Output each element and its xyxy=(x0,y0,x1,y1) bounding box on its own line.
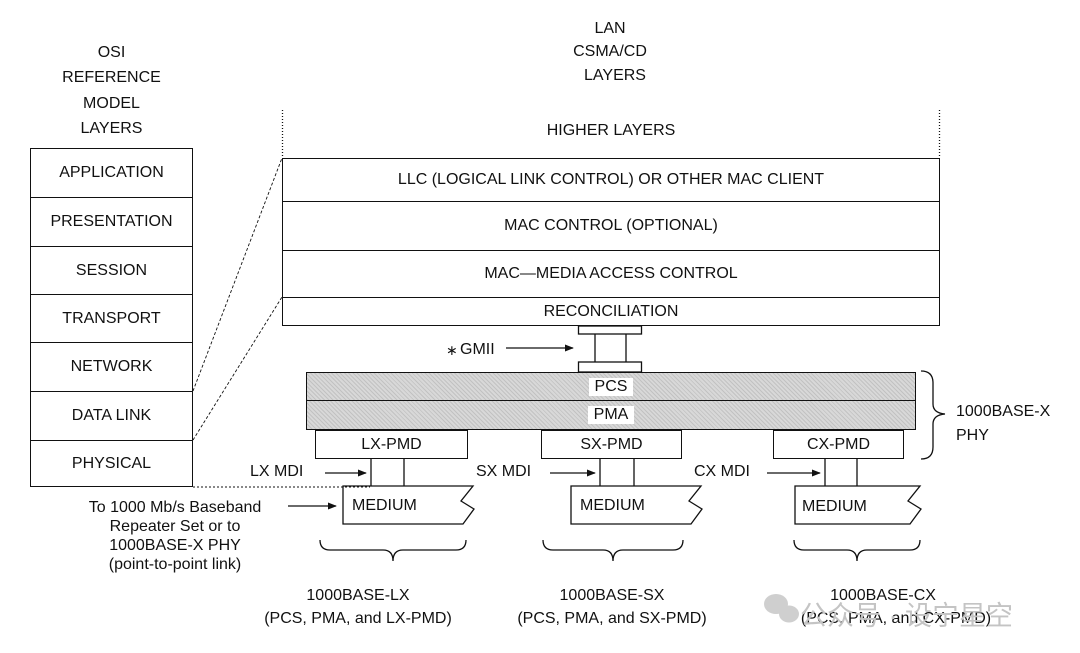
osi-header-line: OSI xyxy=(97,44,126,61)
watermark-text: 公众号 · 设宁星空 xyxy=(800,601,1013,631)
gmii-top-plate xyxy=(577,325,643,335)
osi-layer-presentation: PRESENTATION xyxy=(30,197,193,246)
phy-label-line2: PHY xyxy=(956,427,989,444)
gmii-bottom-plate xyxy=(577,361,643,373)
lx-mdi-label: LX MDI xyxy=(250,463,304,480)
variant-cx-desc: (PCS, PMA, and CX-PMD) xyxy=(800,610,992,627)
sx-medium-shape xyxy=(570,485,703,525)
mapping-line xyxy=(192,296,283,441)
variant-lx-name: 1000BASE-LX xyxy=(306,587,410,604)
osi-header-line: MODEL xyxy=(83,95,140,112)
phy-brace xyxy=(920,370,946,460)
lx-medium-shape xyxy=(342,485,475,525)
lan-header-line: LAN xyxy=(594,20,626,37)
repeater-note-line: To 1000 Mb/s Baseband xyxy=(88,499,262,516)
reconciliation-layer: RECONCILIATION xyxy=(282,297,940,326)
variant-sx-name: 1000BASE-SX xyxy=(559,587,665,604)
osi-header-line: REFERENCE xyxy=(62,69,161,86)
cx-mdi-label: CX MDI xyxy=(694,463,750,480)
gmii-label: GMII xyxy=(460,341,495,358)
pma-layer: PMA xyxy=(306,400,916,430)
cx-medium-shape xyxy=(794,485,922,525)
osi-header-line: LAYERS xyxy=(80,120,143,137)
cx-brace xyxy=(793,539,921,562)
sx-pmd-box: SX-PMD xyxy=(541,430,682,459)
mapping-line xyxy=(192,157,283,392)
repeater-note-line: 1000BASE-X PHY xyxy=(109,537,241,554)
pma-label: PMA xyxy=(587,406,635,424)
variant-sx-desc: (PCS, PMA, and SX-PMD) xyxy=(517,610,707,627)
higher-layers-label: HIGHER LAYERS xyxy=(546,122,676,139)
llc-layer: LLC (LOGICAL LINK CONTROL) OR OTHER MAC … xyxy=(282,158,940,201)
repeater-note-line: (point-to-point link) xyxy=(108,556,242,573)
lx-pmd-box: LX-PMD xyxy=(315,430,468,459)
pcs-label: PCS xyxy=(588,377,634,396)
lx-medium-label: MEDIUM xyxy=(352,497,417,514)
cx-pmd-box: CX-PMD xyxy=(773,430,904,459)
lan-header-line: LAYERS xyxy=(584,67,646,84)
wechat-icon xyxy=(764,594,799,623)
sx-brace xyxy=(542,539,684,562)
gmii-star: ∗ xyxy=(446,342,458,358)
cx-medium-label: MEDIUM xyxy=(802,498,867,515)
osi-layer-physical: PHYSICAL xyxy=(30,440,193,487)
osi-layer-data-link: DATA LINK xyxy=(30,391,193,440)
mac-control-layer: MAC CONTROL (OPTIONAL) xyxy=(282,201,940,250)
phy-label-line1: 1000BASE-X xyxy=(956,403,1051,420)
osi-layer-application: APPLICATION xyxy=(30,148,193,197)
variant-cx-name: 1000BASE-CX xyxy=(830,587,936,604)
repeater-note-line: Repeater Set or to xyxy=(109,518,241,535)
sx-mdi-label: SX MDI xyxy=(476,463,532,480)
variant-lx-desc: (PCS, PMA, and LX-PMD) xyxy=(264,610,452,627)
pcs-layer: PCS xyxy=(306,372,916,400)
sx-medium-label: MEDIUM xyxy=(580,497,645,514)
osi-layer-session: SESSION xyxy=(30,246,193,295)
osi-layer-transport: TRANSPORT xyxy=(30,294,193,343)
osi-layer-network: NETWORK xyxy=(30,342,193,391)
mac-layer: MAC—MEDIA ACCESS CONTROL xyxy=(282,250,940,297)
lx-brace xyxy=(319,539,467,562)
lan-header-line: CSMA/CD xyxy=(573,43,647,60)
